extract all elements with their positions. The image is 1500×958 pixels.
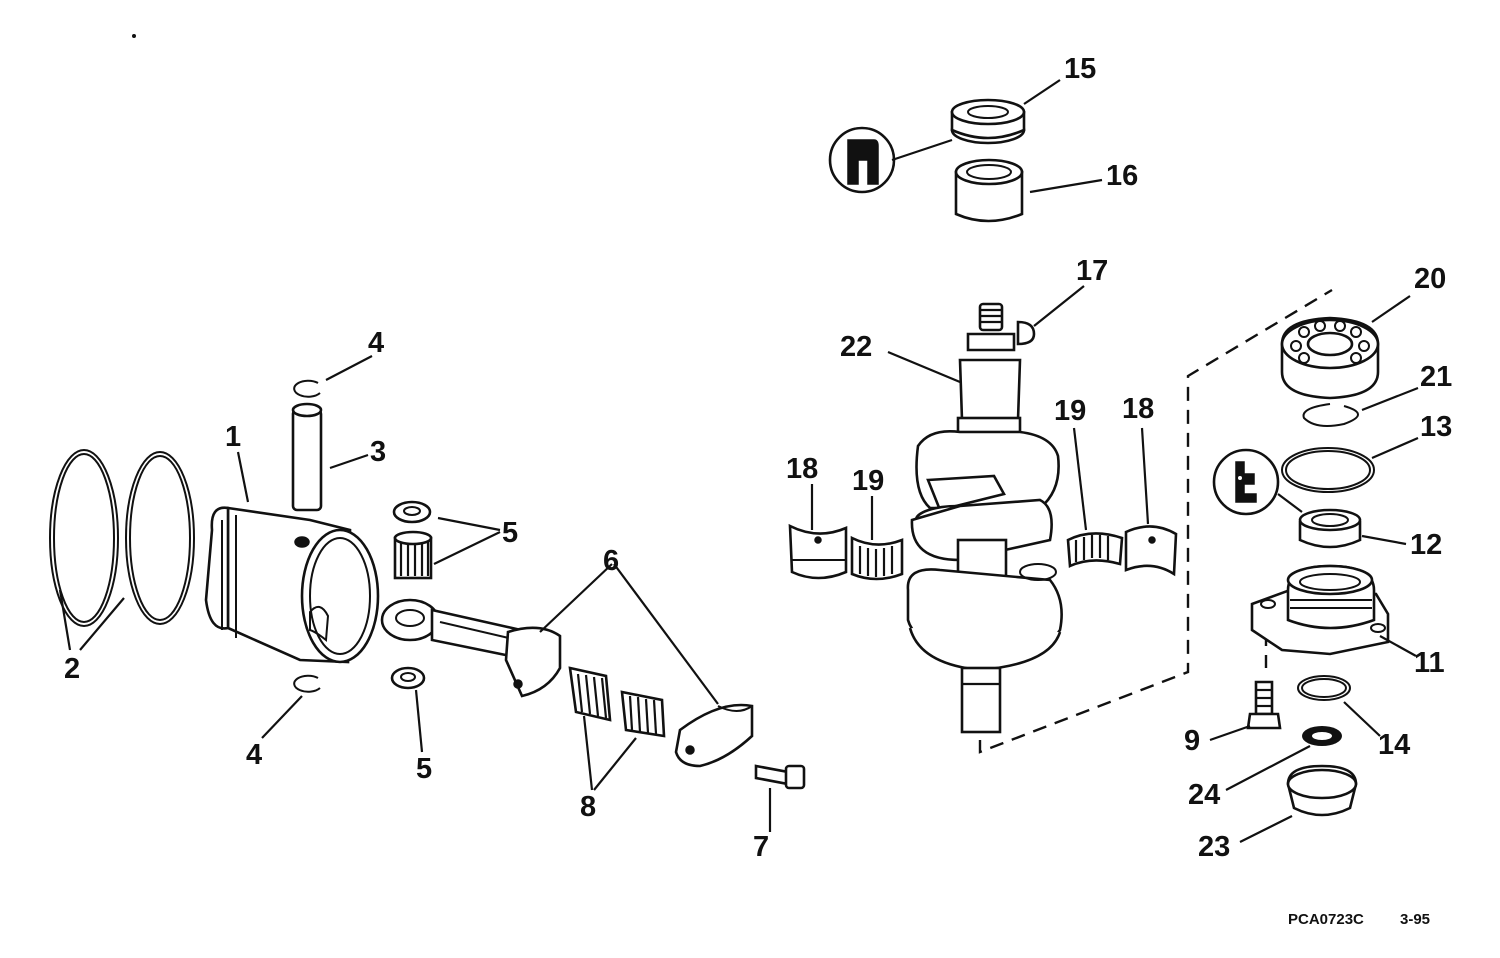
callout-1: 1 bbox=[225, 421, 241, 453]
part-22-crankshaft bbox=[906, 302, 1063, 734]
part-4-retaining-ring-bottom bbox=[293, 674, 321, 693]
part-9-screw bbox=[1246, 680, 1282, 730]
callout-4-top: 4 bbox=[368, 327, 384, 359]
callout-20: 20 bbox=[1414, 263, 1446, 295]
part-18-bearing-liner-right bbox=[1124, 525, 1178, 577]
part-12-seal bbox=[1298, 508, 1362, 549]
callout-18-left: 18 bbox=[786, 453, 818, 485]
part-5-needle-bearing bbox=[393, 530, 433, 580]
part-6-rod-cap bbox=[674, 703, 754, 768]
callout-13: 13 bbox=[1420, 411, 1452, 443]
callout-3: 3 bbox=[370, 436, 386, 468]
part-14-o-ring bbox=[1297, 675, 1351, 701]
part-13-o-ring bbox=[1281, 447, 1375, 493]
callout-16: 16 bbox=[1106, 160, 1138, 192]
part-5-washer-top bbox=[392, 500, 432, 524]
callout-7: 7 bbox=[753, 831, 769, 863]
callout-4-bottom: 4 bbox=[246, 739, 262, 771]
part-19-bearing-cage-right bbox=[1066, 532, 1124, 568]
callout-24: 24 bbox=[1188, 779, 1220, 811]
callout-8: 8 bbox=[580, 791, 596, 823]
part-17-woodruff-key bbox=[1016, 320, 1036, 346]
callout-19-right: 19 bbox=[1054, 395, 1086, 427]
part-8-bearing-cage-left bbox=[568, 666, 612, 722]
part-19-bearing-cage-left bbox=[850, 535, 904, 581]
part-5-washer-bottom bbox=[390, 666, 426, 690]
callout-23: 23 bbox=[1198, 831, 1230, 863]
diagram-date: 3-95 bbox=[1400, 911, 1430, 928]
part-21-snap-ring bbox=[1302, 403, 1359, 427]
callout-5-bottom: 5 bbox=[416, 753, 432, 785]
stray-mark bbox=[132, 34, 136, 38]
part-7-rod-bolt bbox=[754, 764, 806, 790]
assembly-dash-line bbox=[978, 288, 1333, 754]
part-24-washer bbox=[1302, 726, 1342, 746]
part-8-bearing-cage-right bbox=[620, 690, 666, 738]
part-20-ball-bearing bbox=[1280, 316, 1380, 400]
callout-22: 22 bbox=[840, 331, 872, 363]
callout-17: 17 bbox=[1076, 255, 1108, 287]
part-4-retaining-ring-top bbox=[293, 379, 321, 398]
part-23-cap bbox=[1286, 764, 1358, 817]
callout-9: 9 bbox=[1184, 725, 1200, 757]
sealant-icon bbox=[1212, 448, 1280, 516]
part-3-wrist-pin bbox=[291, 402, 323, 512]
callout-21: 21 bbox=[1420, 361, 1452, 393]
callout-6: 6 bbox=[603, 545, 619, 577]
callout-18-right: 18 bbox=[1122, 393, 1154, 425]
part-2-piston-rings bbox=[49, 449, 195, 627]
part-1-piston bbox=[204, 506, 380, 664]
diagram-code: PCA0723C bbox=[1288, 911, 1364, 928]
part-16-needle-bearing bbox=[954, 158, 1024, 223]
callout-19-left: 19 bbox=[852, 465, 884, 497]
lubricant-icon bbox=[828, 126, 896, 194]
part-15-crankshaft-seal bbox=[950, 98, 1026, 145]
callout-2: 2 bbox=[64, 653, 80, 685]
callout-11: 11 bbox=[1414, 647, 1445, 679]
callout-15: 15 bbox=[1064, 53, 1096, 85]
callout-14: 14 bbox=[1378, 729, 1410, 761]
part-11-bearing-housing bbox=[1250, 564, 1390, 656]
part-6-connecting-rod bbox=[380, 598, 562, 698]
callout-12: 12 bbox=[1410, 529, 1442, 561]
callout-labels: 4 1 3 2 5 6 4 5 8 7 15 16 17 22 18 19 19… bbox=[64, 53, 1452, 863]
part-18-bearing-liner-left bbox=[788, 523, 848, 580]
leader-lines bbox=[58, 79, 1419, 843]
callout-5-top: 5 bbox=[502, 517, 518, 549]
